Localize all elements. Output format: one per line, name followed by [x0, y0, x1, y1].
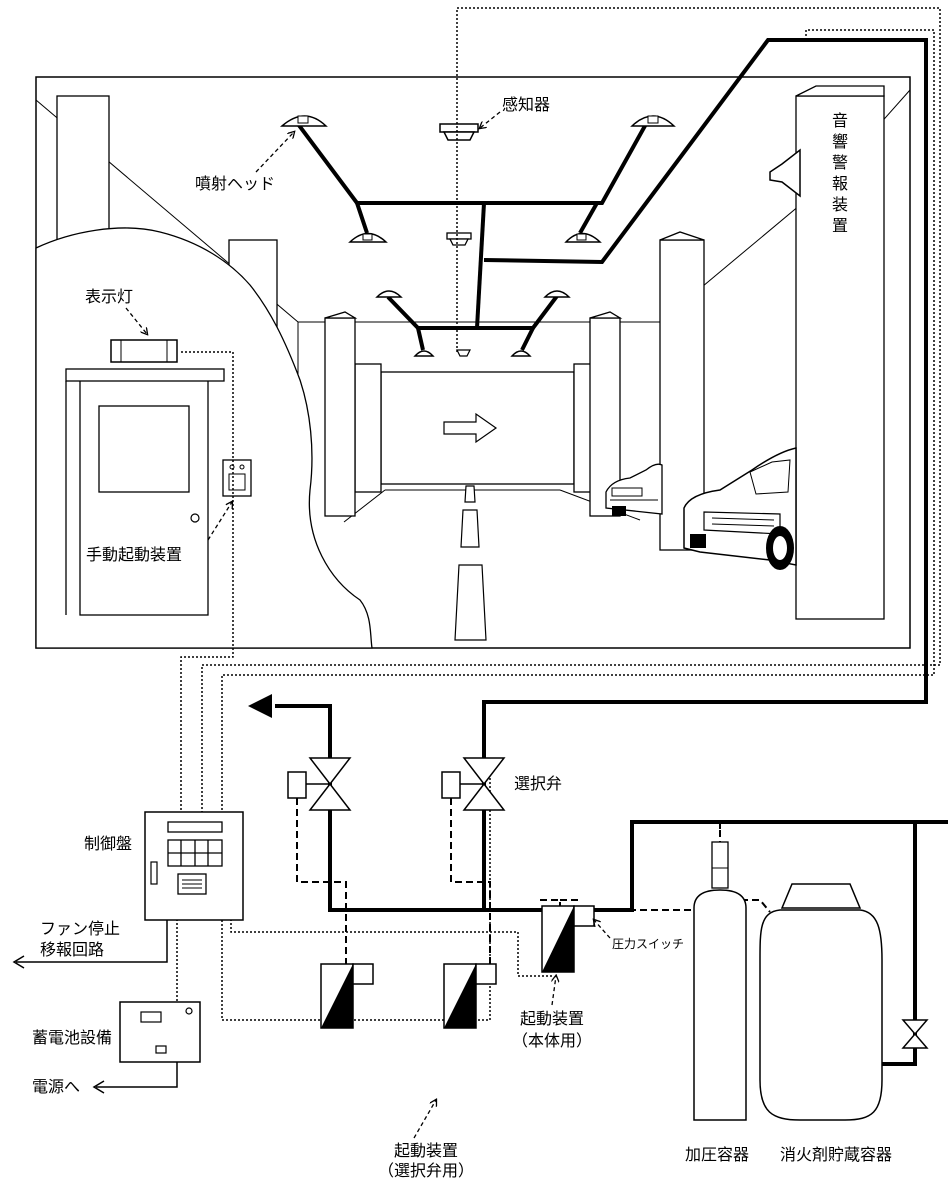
car-near — [683, 447, 797, 570]
spray-head — [630, 115, 676, 127]
fan-stop-label-line2: 移報回路 — [40, 940, 104, 959]
alarm-horn-icon — [769, 148, 801, 198]
detector — [439, 123, 479, 141]
detector — [446, 232, 472, 246]
alarm-device-label-char: 装 — [832, 195, 848, 214]
selector-valve — [287, 757, 352, 811]
to-power-label: 電源へ — [32, 1077, 80, 1096]
spray-head-label: 噴射ヘッド — [195, 174, 275, 193]
starter-selector-label-line1: 起動装置 — [394, 1141, 458, 1160]
alarm-device-label-char: 響 — [832, 132, 848, 151]
door — [65, 368, 225, 616]
starter-main — [541, 905, 595, 973]
detector-label: 感知器 — [502, 95, 550, 114]
alarm-device-label-char: 警 — [832, 153, 848, 172]
indicator-lamp — [110, 339, 178, 363]
agent-container-label: 消火剤貯蔵容器 — [780, 1145, 892, 1164]
starter-selector-label-line2: （選択弁用） — [378, 1161, 474, 1180]
control-panel — [144, 811, 244, 921]
spray-head — [413, 350, 435, 357]
spray-head — [375, 290, 403, 298]
alarm-device-label-char: 報 — [832, 174, 848, 193]
garage-scene — [35, 38, 928, 668]
spray-head — [348, 232, 388, 243]
discharge-arrow-icon — [248, 694, 272, 718]
alarm-device-label: 音 響 警 報 装 置 — [832, 111, 848, 235]
pressurizer-label: 加圧容器 — [685, 1145, 749, 1164]
manual-start-device — [222, 459, 252, 497]
control-panel-label: 制御盤 — [84, 834, 132, 853]
pressurizer-cylinder — [693, 841, 747, 1121]
detector — [456, 349, 471, 357]
alarm-device-label-char: 音 — [832, 111, 848, 130]
selector-valve — [441, 757, 506, 811]
indicator-lamp-label: 表示灯 — [85, 287, 133, 306]
spray-head — [564, 232, 602, 243]
battery-equipment — [119, 1001, 201, 1063]
container-valve — [901, 1019, 929, 1049]
spray-head — [543, 290, 571, 298]
pressure-switch-label: 圧力スイッチ — [612, 937, 684, 951]
manual-start-label: 手動起動装置 — [86, 545, 182, 564]
selector-valve-label: 選択弁 — [514, 774, 562, 793]
spray-head — [279, 115, 328, 127]
agent-storage-container — [759, 883, 883, 1121]
spray-head — [510, 350, 532, 357]
alarm-device-label-char: 置 — [832, 216, 848, 235]
starter-main-label-line1: 起動装置 — [520, 1009, 584, 1028]
fan-stop-label-line1: ファン停止 — [40, 919, 120, 938]
battery-label: 蓄電池設備 — [32, 1028, 112, 1047]
starter-main-label-line2: （本体用） — [512, 1031, 592, 1050]
direction-arrow-icon — [443, 412, 498, 444]
starter-selector-valve — [320, 963, 374, 1029]
starter-selector-valve — [443, 963, 497, 1029]
car-far — [605, 463, 663, 516]
